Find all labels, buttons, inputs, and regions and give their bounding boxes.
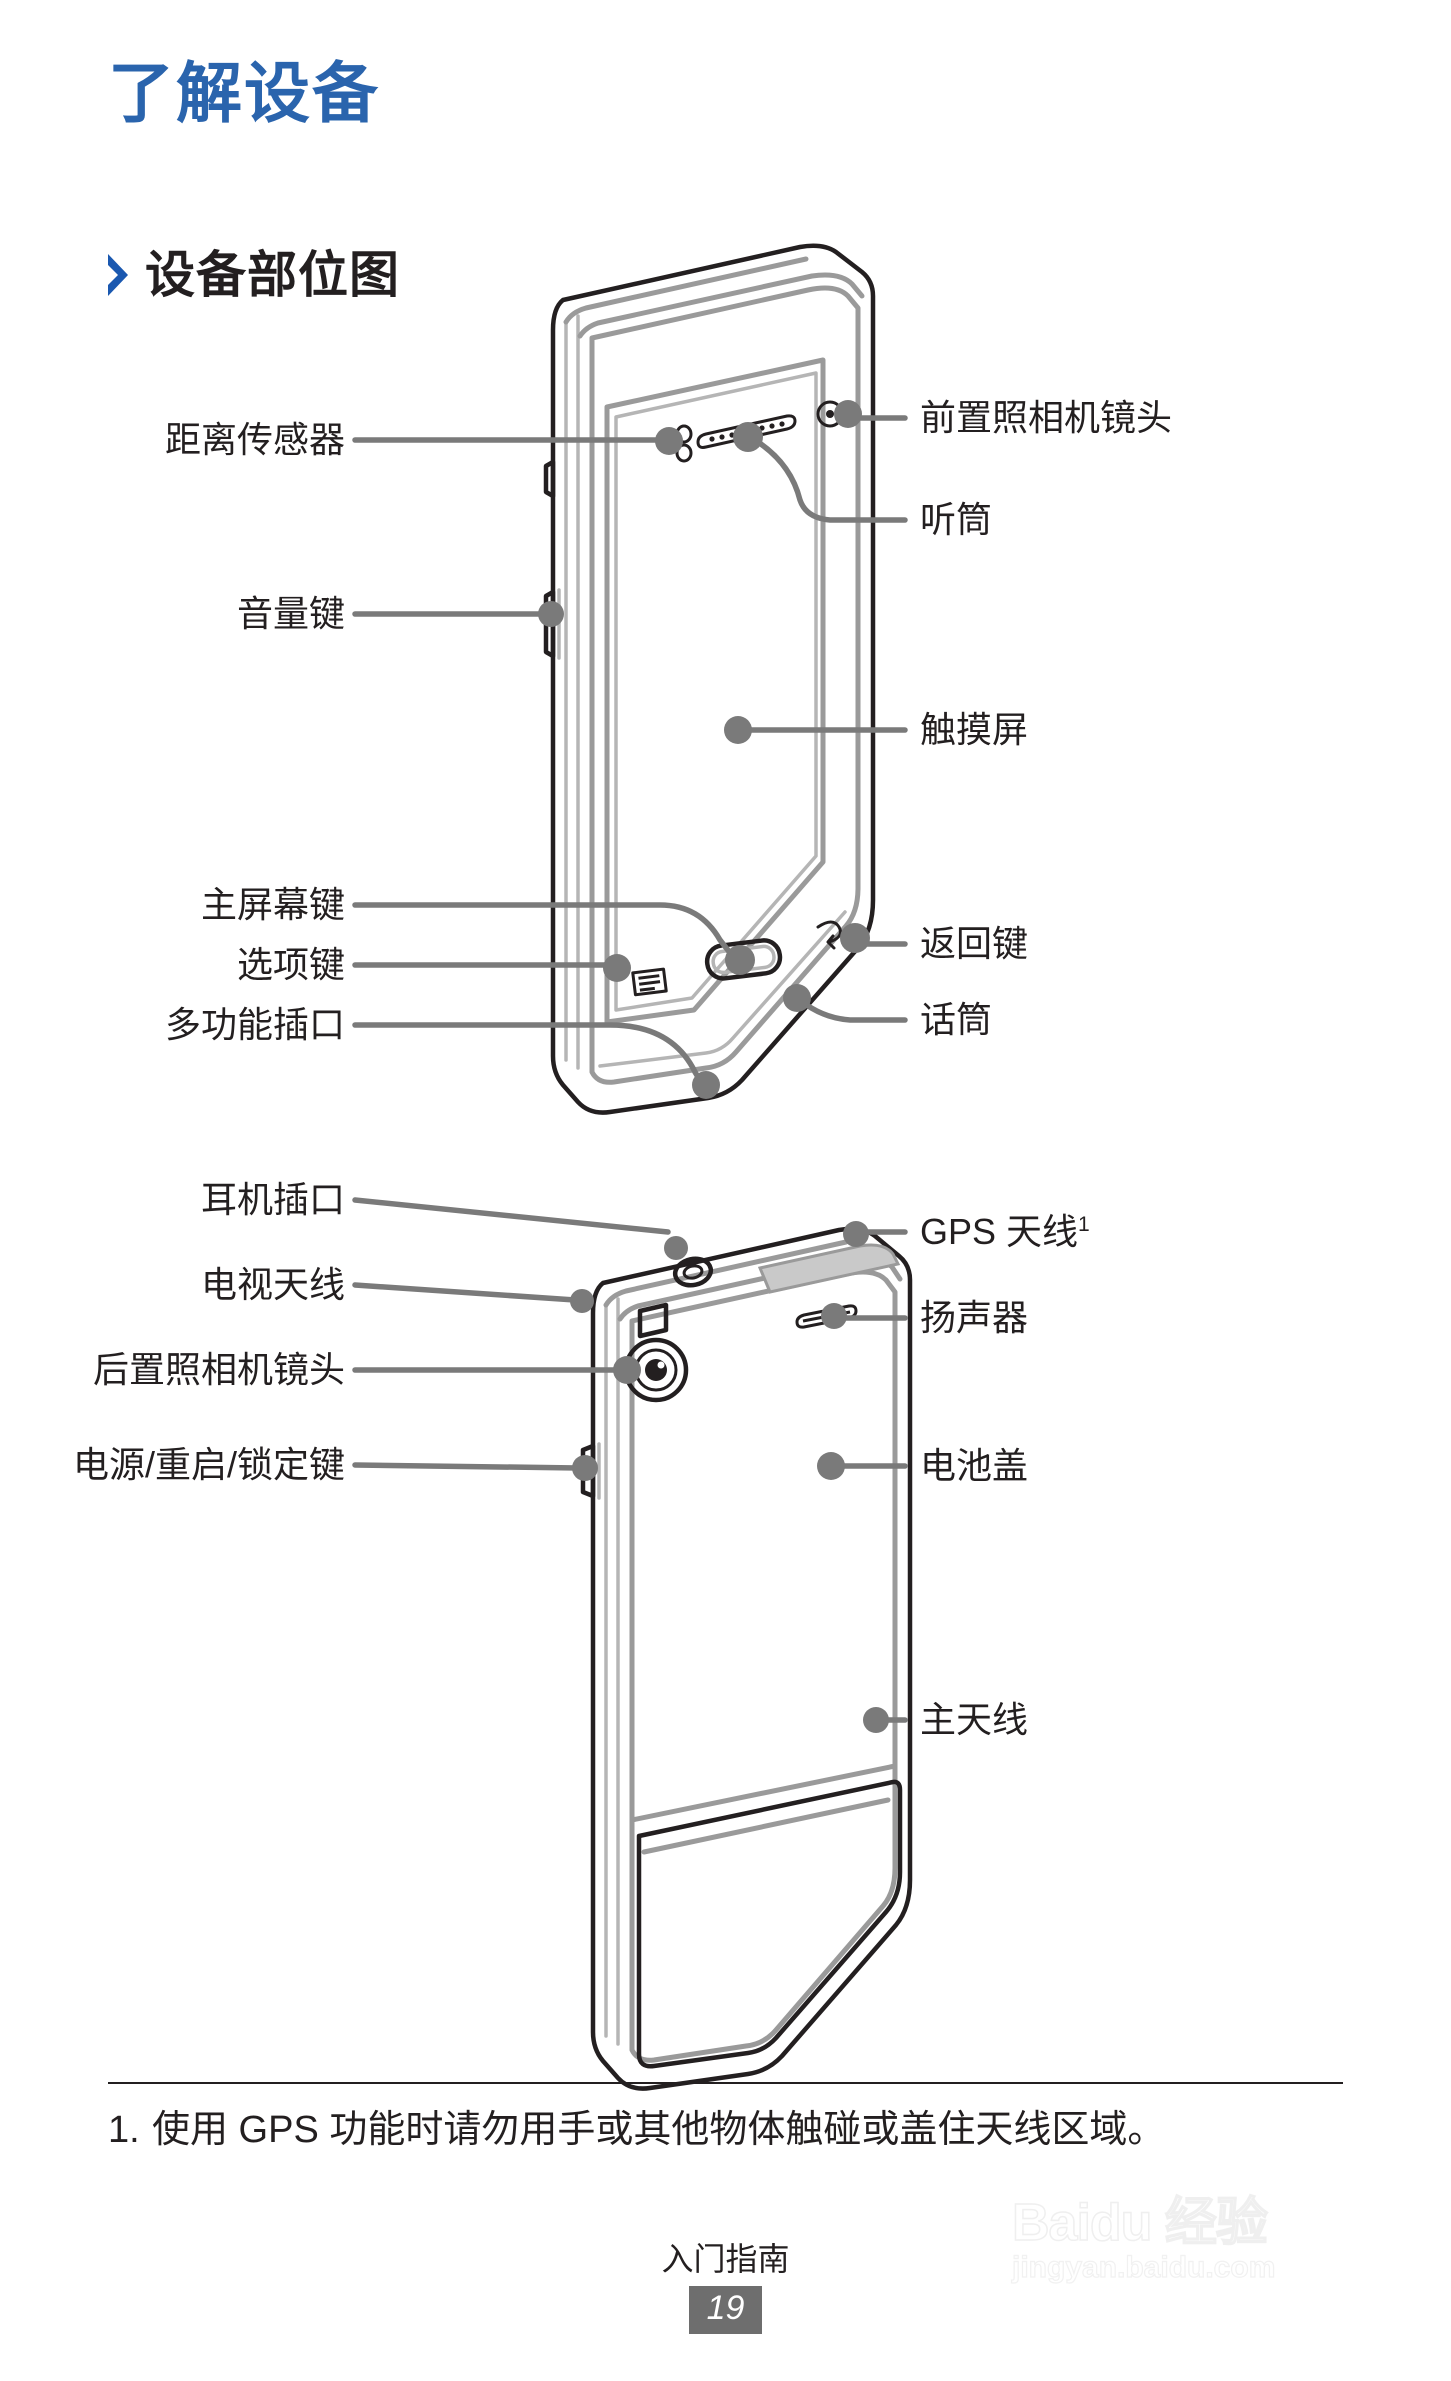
label-earpiece: 听筒 <box>920 499 993 540</box>
label-tv-antenna: 电视天线 <box>200 1264 345 1305</box>
label-speaker: 扬声器 <box>920 1297 1029 1338</box>
front-camera <box>816 400 844 428</box>
footnote-marker: 1 <box>1078 1213 1090 1236</box>
front-callout-lines <box>352 400 908 1099</box>
label-back-key: 返回键 <box>920 923 1029 964</box>
earpiece-grille <box>696 414 797 449</box>
section-heading: 设备部位图 <box>105 250 400 300</box>
rear-camera <box>623 1337 689 1403</box>
watermark-brand: Baidu 经验 <box>1011 2194 1268 2252</box>
back-key-icon <box>816 920 842 950</box>
tv-antenna-stub <box>637 1302 669 1339</box>
options-key-icon <box>631 967 668 997</box>
label-rear-camera-lens: 后置照相机镜头 <box>92 1349 345 1390</box>
footnote-text: 使用 GPS 功能时请勿用手或其他物体触碰或盖住天线区域。 <box>152 2109 1166 2151</box>
page-title: 了解设备 <box>108 56 380 130</box>
watermark: Baidu 经验 jingyan.baidu.com <box>1011 2194 1392 2284</box>
label-front-camera-lens: 前置照相机镜头 <box>920 397 1173 438</box>
label-volume-key: 音量键 <box>236 593 345 634</box>
front-device-body <box>352 243 908 1115</box>
home-key-shape <box>704 938 783 981</box>
footnote-divider <box>108 2082 1343 2084</box>
back-device-body <box>352 1197 913 2091</box>
label-multifunction-jack: 多功能插口 <box>164 1004 345 1045</box>
footnote-number: 1. <box>108 2109 140 2151</box>
label-options-key: 选项键 <box>236 944 345 985</box>
label-home-key: 主屏幕键 <box>200 884 345 925</box>
watermark-url: jingyan.baidu.com <box>1011 2250 1276 2284</box>
label-touchscreen: 触摸屏 <box>920 709 1029 750</box>
label-gps-antenna-text: GPS 天线 <box>920 1211 1079 1252</box>
proximity-sensor-holes <box>675 424 693 463</box>
page-number: 19 <box>688 2286 763 2334</box>
back-callout-lines <box>352 1197 908 1733</box>
label-proximity-sensor: 距离传感器 <box>164 419 345 460</box>
section-title: 设备部位图 <box>145 247 400 303</box>
label-headset-jack: 耳机插口 <box>200 1179 345 1220</box>
chevron-right-icon <box>108 254 128 296</box>
headset-jack <box>672 1256 714 1288</box>
label-gps-antenna: GPS 天线1 <box>920 1214 1090 1250</box>
main-antenna-panel <box>629 1763 903 2069</box>
footer-title: 入门指南 <box>661 2241 790 2277</box>
label-microphone: 话筒 <box>920 999 993 1040</box>
footnote: 1. 使用 GPS 功能时请勿用手或其他物体触碰或盖住天线区域。 <box>108 2104 1358 2156</box>
label-battery-cover: 电池盖 <box>920 1445 1029 1486</box>
volume-key-shape <box>543 588 561 660</box>
gps-antenna-band <box>757 1243 901 1294</box>
label-power-restart-lock-key: 电源/重启/锁定键 <box>72 1444 345 1485</box>
label-main-antenna: 主天线 <box>920 1699 1029 1740</box>
power-key-shape <box>580 1442 601 1500</box>
speaker-grille <box>795 1304 858 1329</box>
page-footer: 入门指南 19 <box>0 2240 1451 2334</box>
